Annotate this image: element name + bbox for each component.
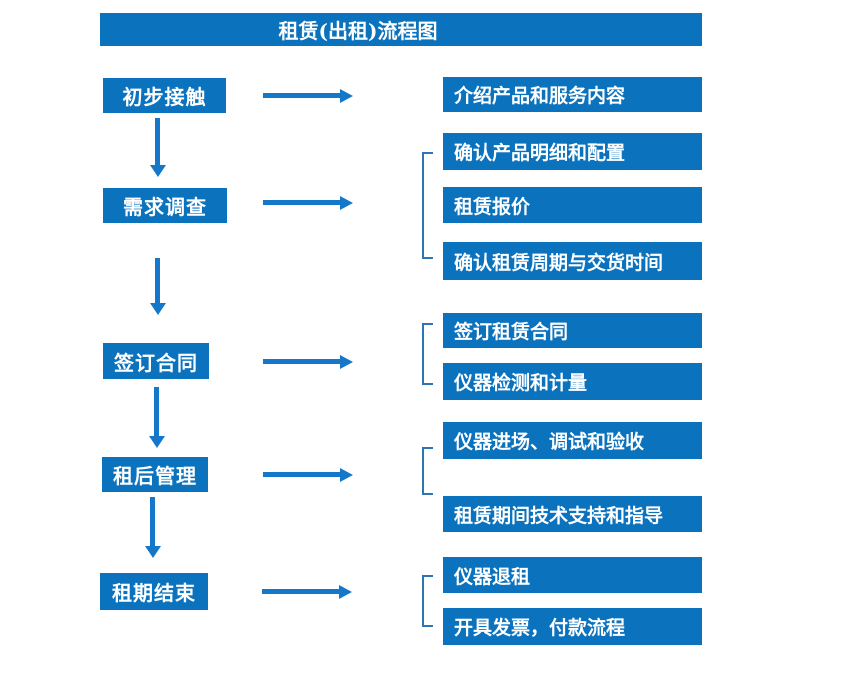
step-box-initial-contact: 初步接触 bbox=[103, 78, 226, 113]
step-box-sign-contract: 签订合同 bbox=[103, 343, 209, 379]
detail-box-instrument-testing: 仪器检测和计量 bbox=[443, 363, 702, 400]
right-arrow-icon-5 bbox=[262, 584, 352, 599]
detail-box-sign-rental-contract: 签订租赁合同 bbox=[443, 313, 702, 348]
detail-box-instrument-return: 仪器退租 bbox=[443, 557, 702, 593]
detail-box-introduce-products: 介绍产品和服务内容 bbox=[443, 77, 702, 112]
flowchart-title: 租赁(出租)流程图 bbox=[100, 13, 702, 46]
down-arrow-icon-1 bbox=[149, 118, 166, 177]
right-arrow-icon-1 bbox=[263, 88, 353, 103]
right-arrow-icon-3 bbox=[263, 354, 353, 369]
detail-box-rental-quote: 租赁报价 bbox=[443, 187, 702, 223]
detail-box-tech-support: 租赁期间技术支持和指导 bbox=[443, 496, 702, 532]
detail-box-invoice-payment: 开具发票，付款流程 bbox=[443, 608, 702, 645]
right-arrow-icon-2 bbox=[263, 195, 353, 210]
detail-box-confirm-details: 确认产品明细和配置 bbox=[443, 133, 702, 170]
group-bracket-demand-survey bbox=[422, 152, 433, 259]
group-bracket-rental-end bbox=[422, 575, 433, 627]
step-box-demand-survey: 需求调查 bbox=[103, 188, 227, 223]
step-box-rental-end: 租期结束 bbox=[100, 573, 208, 610]
group-bracket-sign-contract bbox=[422, 323, 433, 385]
detail-box-instrument-setup: 仪器进场、调试和验收 bbox=[443, 422, 702, 459]
right-arrow-icon-4 bbox=[263, 467, 353, 482]
detail-box-confirm-period: 确认租赁周期与交货时间 bbox=[443, 242, 702, 280]
group-bracket-post-rental bbox=[422, 447, 433, 495]
down-arrow-icon-4 bbox=[144, 497, 161, 558]
step-box-post-rental-management: 租后管理 bbox=[102, 457, 208, 492]
down-arrow-icon-3 bbox=[148, 387, 165, 448]
down-arrow-icon-2 bbox=[149, 258, 166, 315]
